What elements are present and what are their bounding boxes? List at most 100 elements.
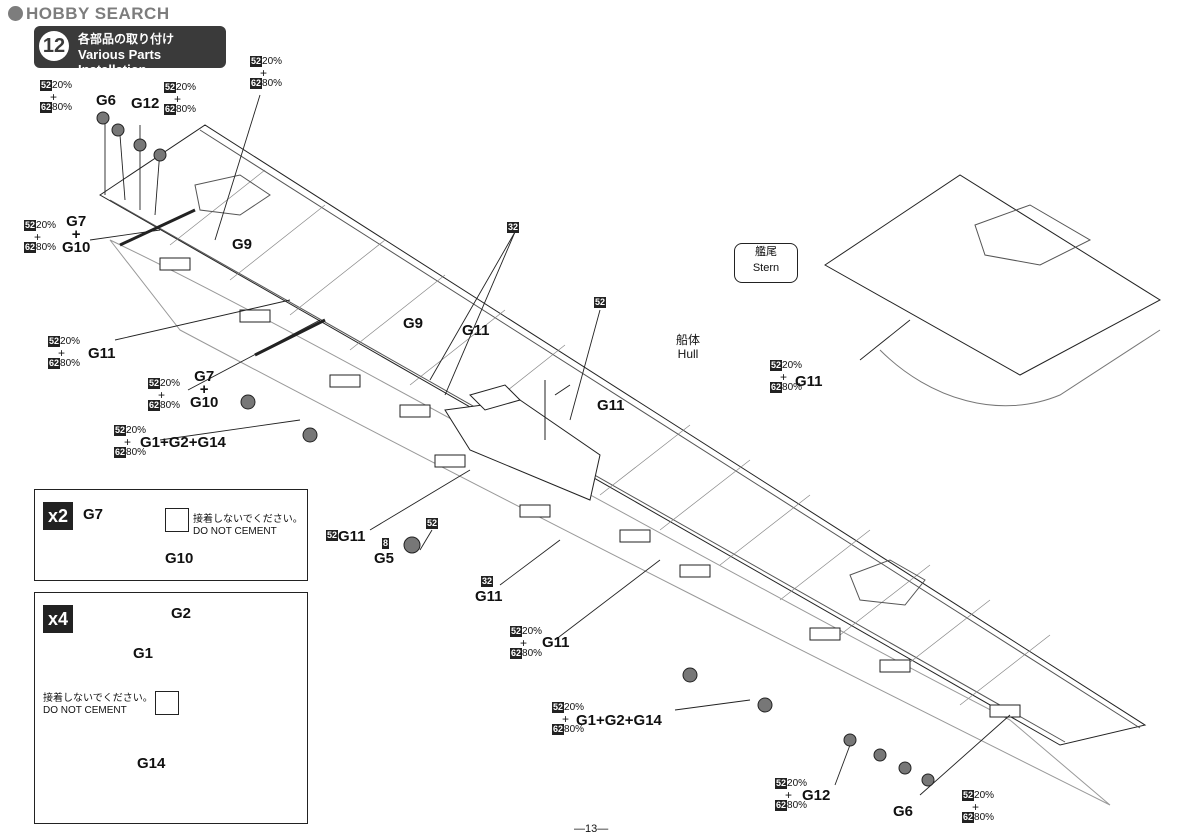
step-title-ja: 各部品の取り付け bbox=[78, 32, 175, 46]
pct-80: 80% bbox=[176, 104, 197, 115]
paint-52: 52 bbox=[326, 530, 339, 541]
pct-80: 80% bbox=[52, 102, 73, 113]
paint-62: 62 bbox=[552, 724, 565, 735]
label-g11-left: G11 bbox=[88, 345, 116, 362]
paint-52: 52 bbox=[40, 80, 53, 91]
label-g10: G10 bbox=[165, 550, 194, 567]
label-g11-stern: G11 bbox=[795, 373, 823, 390]
stern-en: Stern bbox=[752, 262, 780, 274]
deck-panel-lines bbox=[169, 169, 1051, 706]
leader-lines bbox=[89, 94, 1011, 796]
pct-80: 80% bbox=[126, 447, 147, 458]
paint-52-g11: 52 bbox=[326, 530, 339, 541]
no-cement-en: DO NOT CEMENT bbox=[193, 526, 277, 537]
stern-ja: 艦尾 bbox=[755, 246, 777, 258]
plus: + bbox=[260, 66, 268, 80]
paint-52-g5: 52 bbox=[426, 518, 439, 529]
paint-32-island: 32 bbox=[507, 222, 520, 233]
pct-80: 80% bbox=[564, 724, 585, 735]
stern-hull bbox=[879, 329, 1161, 407]
plus: + bbox=[58, 346, 66, 360]
label-g11-lower: G11 bbox=[475, 588, 503, 605]
hull-label: 船体 Hull bbox=[676, 333, 700, 361]
paint-62: 62 bbox=[770, 382, 783, 393]
paint-mix-g11-stern: 5220% + 6280% bbox=[770, 360, 802, 394]
paint-62: 62 bbox=[24, 242, 37, 253]
label-g7: G7 bbox=[83, 506, 104, 523]
label-g1g2g14-left: G1+G2+G14 bbox=[140, 434, 226, 451]
label-g7-g10-top: G7 + G10 bbox=[62, 213, 91, 256]
paint-mix-g11-lower: 5220% + 6280% bbox=[510, 626, 542, 660]
paint-62: 62 bbox=[164, 104, 177, 115]
plus: + bbox=[50, 90, 58, 104]
pct-80: 80% bbox=[522, 648, 543, 659]
label-g5: G5 bbox=[374, 550, 395, 567]
pct-80: 80% bbox=[60, 358, 81, 369]
sponsons bbox=[159, 257, 1021, 718]
paint-62: 62 bbox=[962, 812, 975, 823]
page-number: —13— bbox=[574, 823, 609, 835]
inset-x2-frame: x2 接着しないでください。 DO NOT CEMENT G7 G10 bbox=[34, 489, 308, 581]
step-header: 12 各部品の取り付け Various Parts Installation bbox=[34, 26, 226, 77]
paint-62: 62 bbox=[775, 800, 788, 811]
paint-52: 52 bbox=[114, 425, 127, 436]
pct-20: 20% bbox=[522, 626, 543, 637]
paint-52: 52 bbox=[148, 378, 161, 389]
label-g6-top: G6 bbox=[96, 92, 117, 109]
paint-mix-g6-top: 5220% + 6280% bbox=[40, 80, 72, 114]
watermark: HOBBY SEARCH bbox=[8, 4, 170, 24]
watermark-text: HOBBY SEARCH bbox=[26, 4, 170, 23]
paint-52-island: 52 bbox=[594, 297, 607, 308]
hull-side bbox=[109, 239, 1111, 806]
label-g12-top: G12 bbox=[131, 95, 160, 112]
paint-52: 52 bbox=[770, 360, 783, 371]
hull-en: Hull bbox=[677, 347, 699, 361]
quantity-x2: x2 bbox=[43, 502, 73, 530]
island-superstructure bbox=[444, 380, 601, 501]
plus: + bbox=[562, 712, 570, 726]
plus: + bbox=[780, 370, 788, 384]
pct-20: 20% bbox=[782, 360, 803, 371]
paint-mix-g7-top: 5220% + 6280% bbox=[24, 220, 56, 254]
label-g11-mid: G11 bbox=[338, 528, 366, 545]
hobby-search-logo-icon bbox=[8, 6, 23, 21]
aft-elevator bbox=[849, 559, 926, 606]
no-cement-icon bbox=[155, 691, 179, 715]
pct-20: 20% bbox=[126, 425, 147, 436]
pct-80: 80% bbox=[262, 78, 283, 89]
plus: + bbox=[520, 636, 528, 650]
label-g7-g10-mid: G7 + G10 bbox=[190, 368, 219, 411]
paint-52: 52 bbox=[48, 336, 61, 347]
pct-20: 20% bbox=[974, 790, 995, 801]
paint-8-g5: 8 bbox=[382, 538, 390, 549]
pct-80: 80% bbox=[782, 382, 803, 393]
label-g12-bottom: G12 bbox=[802, 787, 831, 804]
pct-20: 20% bbox=[52, 80, 73, 91]
paint-52: 52 bbox=[24, 220, 37, 231]
pct-80: 80% bbox=[787, 800, 808, 811]
label-g9-fwd: G9 bbox=[232, 236, 253, 253]
paint-mix-g12-bottom: 5220% + 6280% bbox=[775, 778, 807, 812]
label-g14: G14 bbox=[137, 755, 166, 772]
label-g11-right: G11 bbox=[597, 397, 625, 414]
label-g1: G1 bbox=[133, 645, 154, 662]
plus: + bbox=[124, 435, 132, 449]
label-g11-island: G11 bbox=[462, 322, 490, 339]
paint-mix-g1-right: 5220% + 6280% bbox=[552, 702, 584, 736]
paint-62: 62 bbox=[148, 400, 161, 411]
pct-80: 80% bbox=[160, 400, 181, 411]
pct-20: 20% bbox=[564, 702, 585, 713]
stern-deck bbox=[824, 174, 1161, 376]
inset-x4-frame: x4 G2 G1 接着しないでください。 DO NOT CEMENT G14 bbox=[34, 592, 308, 824]
paint-52: 52 bbox=[962, 790, 975, 801]
plus: + bbox=[34, 230, 42, 244]
pct-80: 80% bbox=[36, 242, 57, 253]
quantity-x4: x4 bbox=[43, 605, 73, 633]
pct-20: 20% bbox=[60, 336, 81, 347]
paint-52: 52 bbox=[164, 82, 177, 93]
label-g1g2g14-right: G1+G2+G14 bbox=[576, 712, 662, 729]
pct-20: 20% bbox=[36, 220, 57, 231]
no-cement-icon bbox=[165, 508, 189, 532]
paint-mix-g9: 5220% + 6280% bbox=[250, 56, 282, 90]
flight-deck bbox=[99, 124, 1147, 746]
